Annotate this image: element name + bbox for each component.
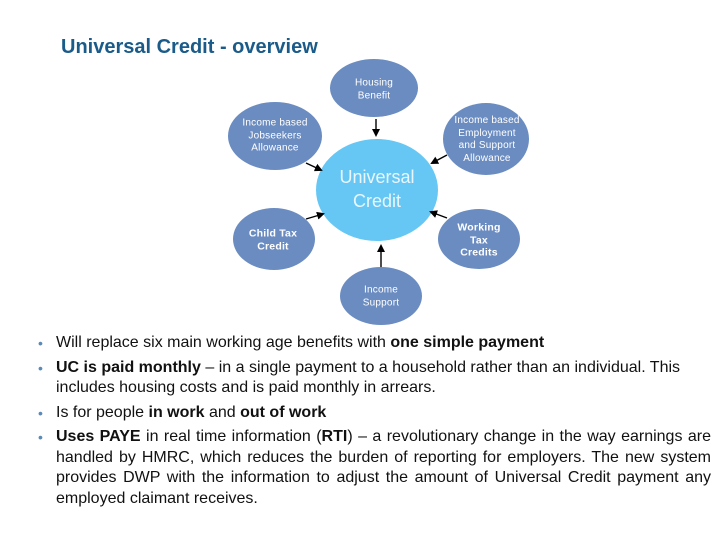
income-support-node — [340, 267, 422, 325]
bullet-text: Is for people — [56, 403, 149, 421]
bullet-text: Will replace six main working age benefi… — [56, 334, 391, 351]
child-tax-credit-node — [233, 208, 315, 270]
working-tax-credits-label: Working Tax Credits — [457, 221, 501, 259]
housing-benefit-label: Housing Benefit — [354, 77, 394, 102]
arrow-wtc-to-uc — [429, 210, 448, 219]
universal-credit-diagram: Housing Benefit Income based Jobseekers … — [228, 59, 529, 325]
jobseekers-allowance-label: Income based Jobseekers Allowance — [242, 117, 308, 154]
employment-support-allowance-label: Income based Employment and Support Allo… — [454, 115, 520, 164]
universal-credit-center-node — [316, 139, 438, 241]
bullet-item: UC is paid monthly – in a single payment… — [38, 358, 711, 399]
jobseekers-allowance-node — [228, 102, 322, 170]
bullet-text-bold: UC is paid monthly — [56, 358, 201, 376]
bullet-text-bold: out of work — [240, 403, 327, 421]
arrow-ctc-to-uc — [305, 211, 325, 220]
slide-title: Universal Credit - overview — [61, 36, 318, 58]
bullet-item: Uses PAYE in real time information (RTI)… — [38, 427, 711, 509]
bullet-text-bold: one simple payment — [390, 334, 545, 351]
employment-support-allowance-node — [443, 103, 529, 175]
bullet-item: Is for people in work and out of work — [38, 403, 711, 424]
housing-benefit-node — [330, 59, 418, 117]
bullet-text: – in a single payment to a household rat… — [56, 358, 681, 397]
bullet-text-bold: Uses PAYE — [56, 428, 141, 445]
bullet-text-bold: RTI — [321, 428, 348, 445]
income-support-label: Income Support — [362, 284, 400, 309]
bullet-item: Will replace six main working age benefi… — [38, 333, 711, 354]
universal-credit-center-label: Universal Credit — [339, 167, 415, 211]
bullet-text-bold: in work — [148, 403, 205, 421]
bullet-text: ) – a revolutionary change in the way ea… — [56, 428, 712, 507]
working-tax-credits-node — [438, 209, 520, 269]
arrow-jsa-to-uc — [305, 162, 323, 172]
arrow-esa-to-uc — [430, 154, 448, 164]
key-points-list: Will replace six main working age benefi… — [38, 333, 718, 513]
diagram-shapes — [228, 59, 529, 325]
child-tax-credit-label: Child Tax Credit — [248, 227, 298, 253]
bullet-text: in real time information ( — [140, 428, 322, 445]
bullet-text: and — [204, 403, 241, 421]
